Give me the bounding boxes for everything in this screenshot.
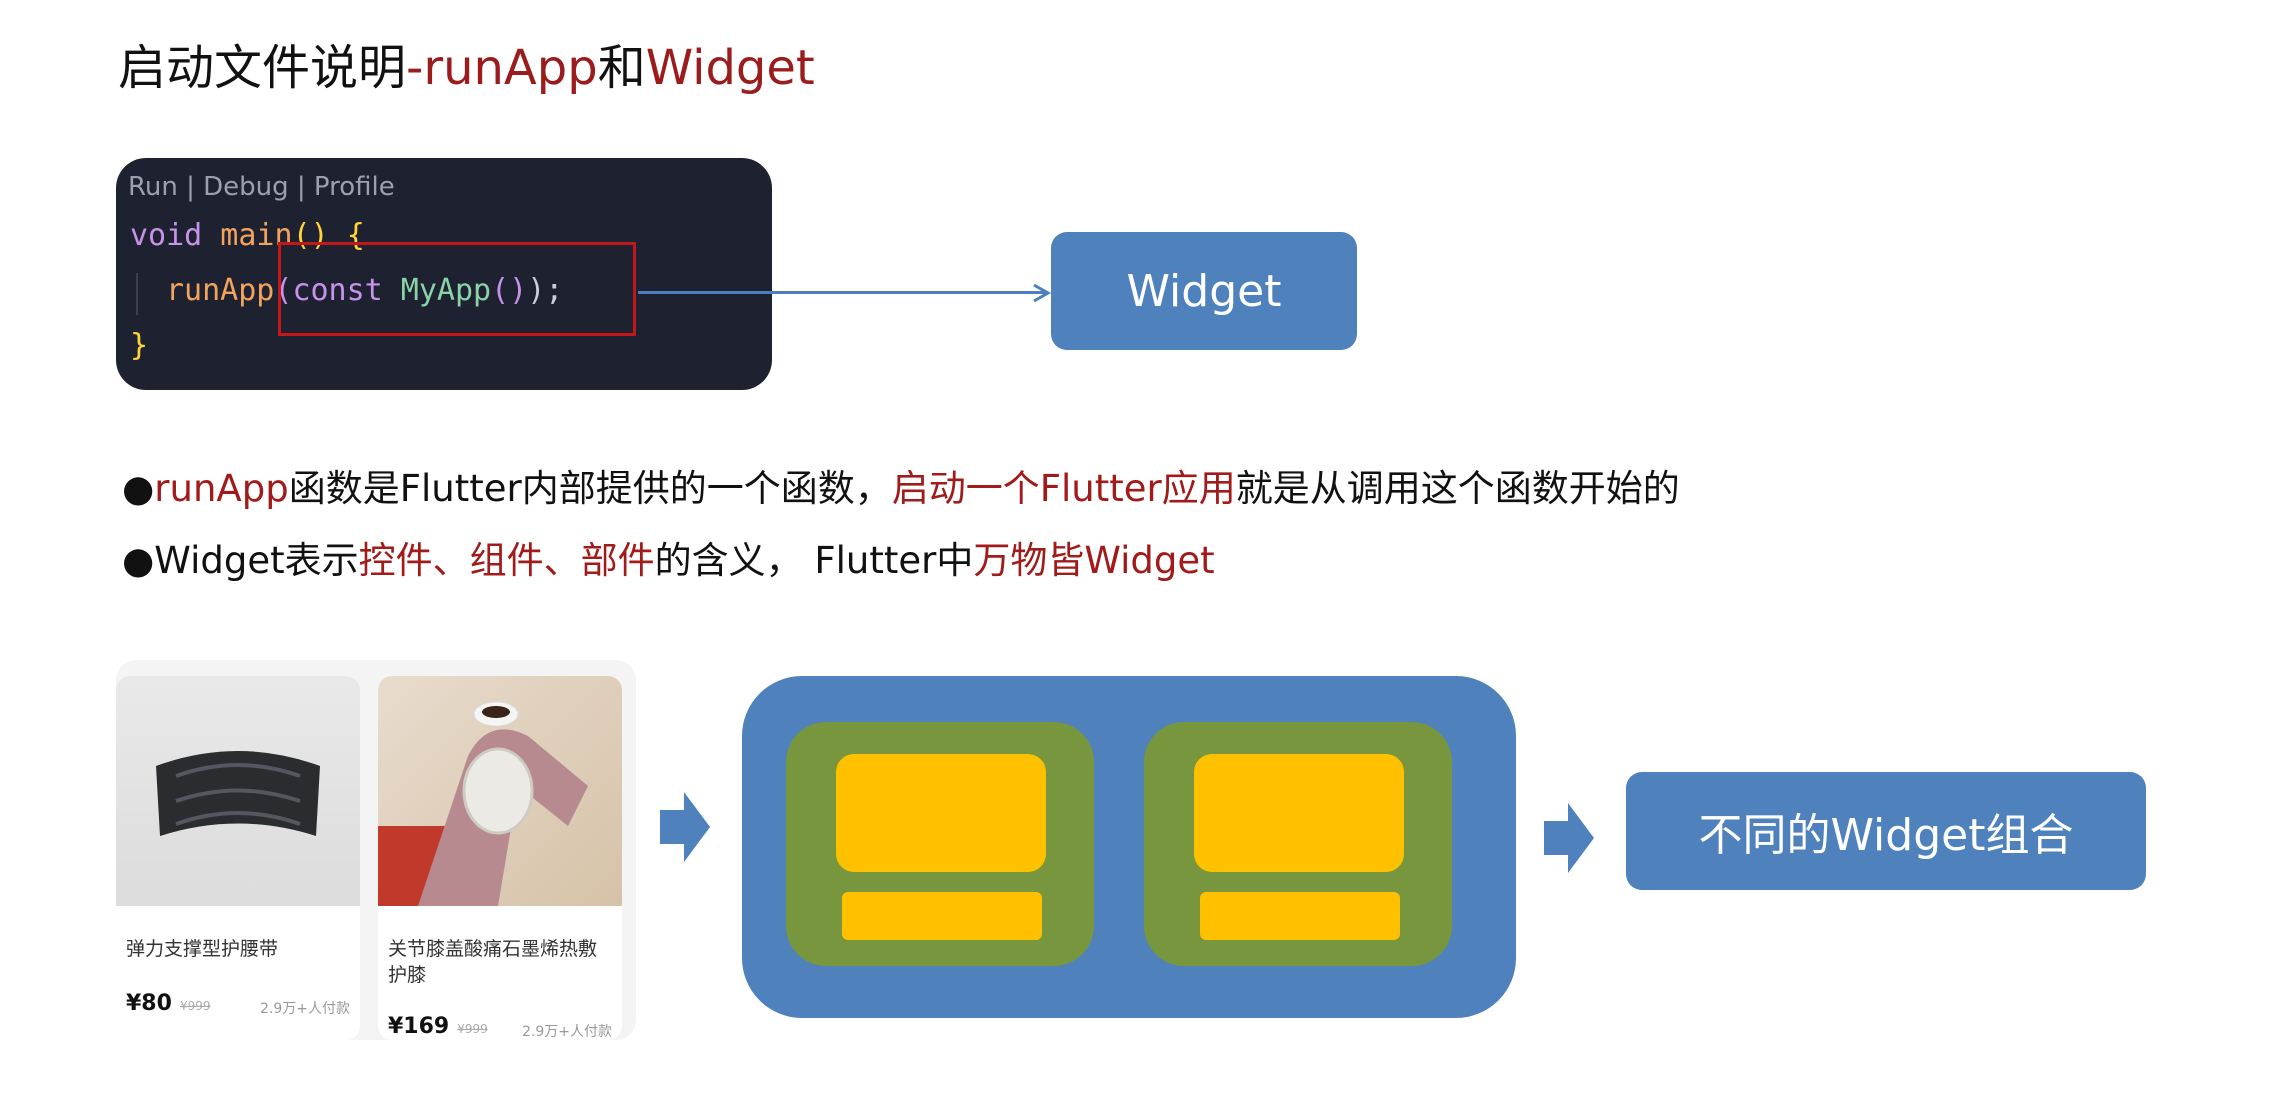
widget-block — [1194, 754, 1404, 872]
widget-block — [842, 892, 1042, 940]
price-original: ¥999 — [457, 1022, 488, 1036]
product-title: 弹力支撑型护腰带 — [126, 938, 279, 960]
product-price: ¥80 ¥999 — [126, 991, 210, 1016]
code-line-runapp: runApp(const MyApp()); — [166, 273, 563, 308]
bullet-text: 函数是Flutter内部提供的一个函数， — [288, 467, 892, 510]
widget-combination-label: 不同的Widget组合 — [1626, 772, 2146, 890]
code-parens: () — [292, 218, 329, 253]
product-list-mockup: 弹力支撑型护腰带 ¥80 ¥999 2.9万+人付款 关节膝盖酸痛石墨烯热敷护膝 … — [116, 660, 636, 1040]
connector-line — [638, 291, 1046, 294]
code-class-myapp: MyApp — [382, 273, 492, 308]
widget-block — [1200, 892, 1400, 940]
product-sales: 2.9万+人付款 — [260, 1001, 350, 1017]
bullet-widget: ●Widget表示控件、组件、部件的含义， Flutter中万物皆Widget — [122, 530, 1215, 584]
indent-guide — [136, 273, 138, 315]
title-and: 和 — [597, 40, 646, 96]
widget-label-box: Widget — [1051, 232, 1357, 350]
title-widget: Widget — [645, 40, 815, 96]
price-value: ¥80 — [126, 991, 172, 1016]
product-image — [116, 676, 360, 906]
code-close: ); — [527, 273, 564, 308]
arrow-right-icon — [1544, 803, 1594, 873]
bullet-dot: ● — [122, 539, 155, 582]
product-title: 关节膝盖酸痛石墨烯热敷护膝 — [388, 938, 598, 986]
code-snippet-panel: Run | Debug | Profile void main() { runA… — [116, 158, 772, 390]
bullet-highlight: 启动一个Flutter应用 — [891, 467, 1236, 510]
waist-belt-image — [156, 751, 320, 836]
product-price: ¥169 ¥999 — [388, 1014, 488, 1039]
bullet-highlight: 控件、组件、部件 — [358, 539, 655, 582]
arrow-right-icon — [660, 792, 710, 862]
title-runapp: -runApp — [406, 40, 598, 96]
widget-block — [836, 754, 1046, 872]
product-card[interactable]: 关节膝盖酸痛石墨烯热敷护膝 ¥169 ¥999 2.9万+人付款 — [378, 676, 622, 1040]
bullet-highlight: 万物皆Widget — [973, 539, 1215, 582]
bullet-dot: ● — [122, 467, 155, 510]
product-image — [378, 676, 622, 906]
product-card[interactable]: 弹力支撑型护腰带 ¥80 ¥999 2.9万+人付款 — [116, 676, 360, 1040]
bullet-text: 的含义， Flutter中 — [654, 539, 974, 582]
child-widget-panel — [786, 722, 1094, 966]
price-original: ¥999 — [179, 999, 211, 1013]
title-text: 启动文件说明 — [118, 40, 407, 96]
bullet-highlight: runApp — [154, 467, 289, 510]
code-call-parens: () — [491, 273, 528, 308]
code-keyword-void: void — [130, 218, 203, 253]
code-highlight-box — [278, 242, 636, 336]
price-value: ¥169 — [388, 1014, 450, 1039]
child-widget-panel — [1144, 722, 1452, 966]
product-sales: 2.9万+人付款 — [522, 1024, 612, 1040]
codelens-actions[interactable]: Run | Debug | Profile — [128, 172, 395, 202]
code-close-brace: } — [130, 328, 149, 363]
code-keyword-const: const — [292, 273, 383, 308]
bullet-text: Widget表示 — [154, 539, 359, 582]
bullet-text: 就是从调用这个函数开始的 — [1235, 467, 1680, 510]
page-title: 启动文件说明-runApp和Widget — [118, 28, 815, 98]
code-line-close: } — [130, 328, 148, 363]
arrow-right-icon — [1033, 283, 1052, 303]
bullet-runapp: ●runApp函数是Flutter内部提供的一个函数，启动一个Flutter应用… — [122, 458, 1680, 512]
knee-brace-image — [378, 701, 588, 906]
code-fn-runapp: runApp — [166, 273, 275, 308]
widget-composition-diagram — [742, 676, 1516, 1018]
